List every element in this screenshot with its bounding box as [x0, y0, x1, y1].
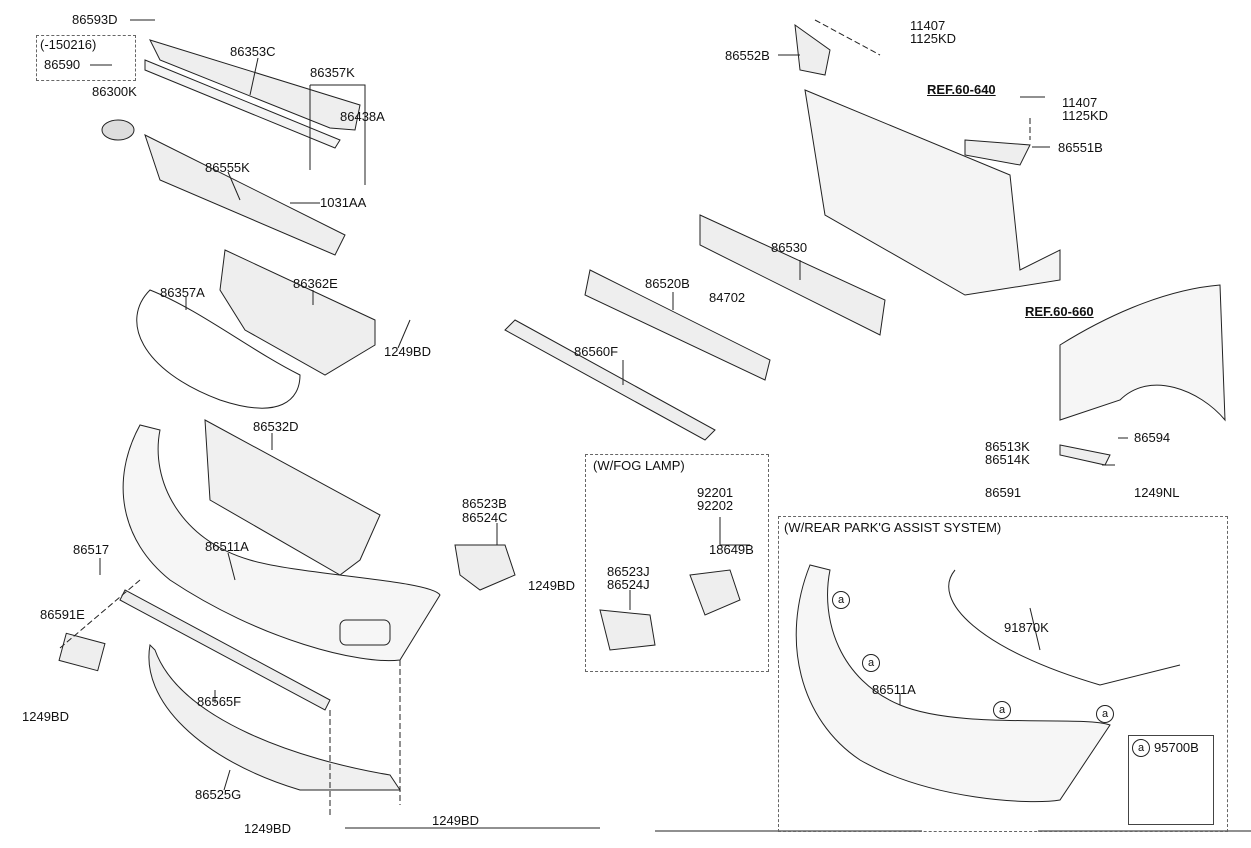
part-label[interactable]: 86524C — [462, 510, 508, 525]
fog-bezel-86523J — [599, 609, 656, 651]
bracket-86552B — [794, 23, 831, 76]
molding-86357K — [144, 59, 341, 149]
part-label[interactable]: 86438A — [340, 109, 385, 124]
bumper-cover-rpas — [795, 564, 1111, 803]
part-label[interactable]: 86523B — [462, 496, 507, 511]
part-label[interactable]: 86551B — [1058, 140, 1103, 155]
part-label[interactable]: 86532D — [253, 419, 299, 434]
part-label[interactable]: 1249NL — [1134, 485, 1180, 500]
callout-badge: a — [832, 591, 850, 609]
fog-opening — [339, 619, 391, 646]
part-label[interactable]: 86511A — [205, 539, 249, 554]
ref-60-640[interactable]: REF.60-640 — [927, 82, 996, 97]
part-label[interactable]: 92202 — [697, 498, 734, 513]
callout-badge: a — [862, 654, 880, 672]
legend-badge: a — [1132, 739, 1150, 757]
part-label[interactable]: 1249BD — [432, 813, 479, 828]
part-label[interactable]: 86524J — [607, 577, 650, 592]
ref-60-660[interactable]: REF.60-660 — [1025, 304, 1094, 319]
part-label[interactable]: 86552B — [725, 48, 770, 63]
part-label[interactable]: 1249BD — [22, 709, 69, 724]
box-rpas — [778, 516, 1228, 832]
bezel-86357A — [136, 289, 301, 409]
fender — [1059, 284, 1226, 422]
part-label[interactable]: 11407 — [1062, 95, 1098, 110]
part-label[interactable]: 1125KD — [910, 31, 957, 46]
part-label[interactable]: 18649B — [709, 542, 754, 557]
wiring-91870K — [948, 569, 1181, 686]
part-label[interactable]: 86593D — [72, 12, 118, 27]
box-early-title: (-150216) — [40, 37, 97, 52]
part-label[interactable]: 1249BD — [528, 578, 575, 593]
grille-upper — [144, 134, 346, 256]
part-label[interactable]: 86530 — [771, 240, 808, 255]
kia-emblem — [101, 119, 135, 141]
part-label[interactable]: 86590 — [44, 57, 81, 72]
bracket-86513K — [1059, 444, 1111, 466]
callout-badge: a — [993, 701, 1011, 719]
part-label[interactable]: 86555K — [205, 160, 250, 175]
part-label[interactable]: 1125KD — [1062, 108, 1109, 123]
part-label[interactable]: 86560F — [574, 344, 619, 359]
plate-bracket — [58, 632, 106, 672]
box-fog — [585, 454, 769, 672]
part-label[interactable]: 86517 — [73, 542, 110, 557]
part-label[interactable]: 86353C — [230, 44, 276, 59]
part-label[interactable]: 86591 — [985, 485, 1022, 500]
part-label[interactable]: 1249BD — [384, 344, 431, 359]
part-label[interactable]: 86514K — [985, 452, 1030, 467]
part-label[interactable]: 86362E — [293, 276, 338, 291]
part-label[interactable]: 86525G — [195, 787, 242, 802]
part-label[interactable]: 86523J — [607, 564, 650, 579]
lip-86565F — [119, 589, 331, 711]
legend-part[interactable]: 95700B — [1154, 740, 1199, 755]
part-label[interactable]: 86513K — [985, 439, 1030, 454]
carrier — [804, 89, 1061, 296]
box-fog-title: (W/FOG LAMP) — [593, 458, 685, 473]
part-label[interactable]: 92201 — [697, 485, 734, 500]
part-label[interactable]: 86357K — [310, 65, 355, 80]
box-rpas-title: (W/REAR PARK'G ASSIST SYSTEM) — [784, 520, 1002, 535]
part-label[interactable]: 1249BD — [244, 821, 291, 836]
absorber-86520B — [584, 269, 771, 381]
garnish-upper — [149, 39, 361, 131]
bumper-cover — [122, 424, 441, 662]
box-early — [36, 35, 136, 81]
skid-86525G — [148, 643, 401, 791]
bracket-86532D — [204, 419, 381, 576]
grille-lower — [219, 249, 376, 376]
bracket-86551B — [964, 139, 1031, 166]
part-label[interactable]: 86300K — [92, 84, 137, 99]
part-label[interactable]: 86565F — [197, 694, 242, 709]
part-label[interactable]: 11407 — [910, 18, 946, 33]
beam-86530 — [699, 214, 886, 336]
fog-lamp — [689, 569, 741, 616]
part-label[interactable]: 86520B — [645, 276, 690, 291]
part-label[interactable]: 86591E — [40, 607, 85, 622]
callout-badge: a — [1096, 705, 1114, 723]
fog-bezel — [454, 544, 516, 591]
part-label[interactable]: 86511A — [872, 682, 916, 697]
part-label[interactable]: 1031AA — [320, 195, 367, 210]
part-label[interactable]: 86594 — [1134, 430, 1171, 445]
part-label[interactable]: 91870K — [1004, 620, 1049, 635]
part-label[interactable]: 84702 — [709, 290, 746, 305]
part-label[interactable]: 86357A — [160, 285, 205, 300]
grille-86560F — [504, 319, 716, 441]
